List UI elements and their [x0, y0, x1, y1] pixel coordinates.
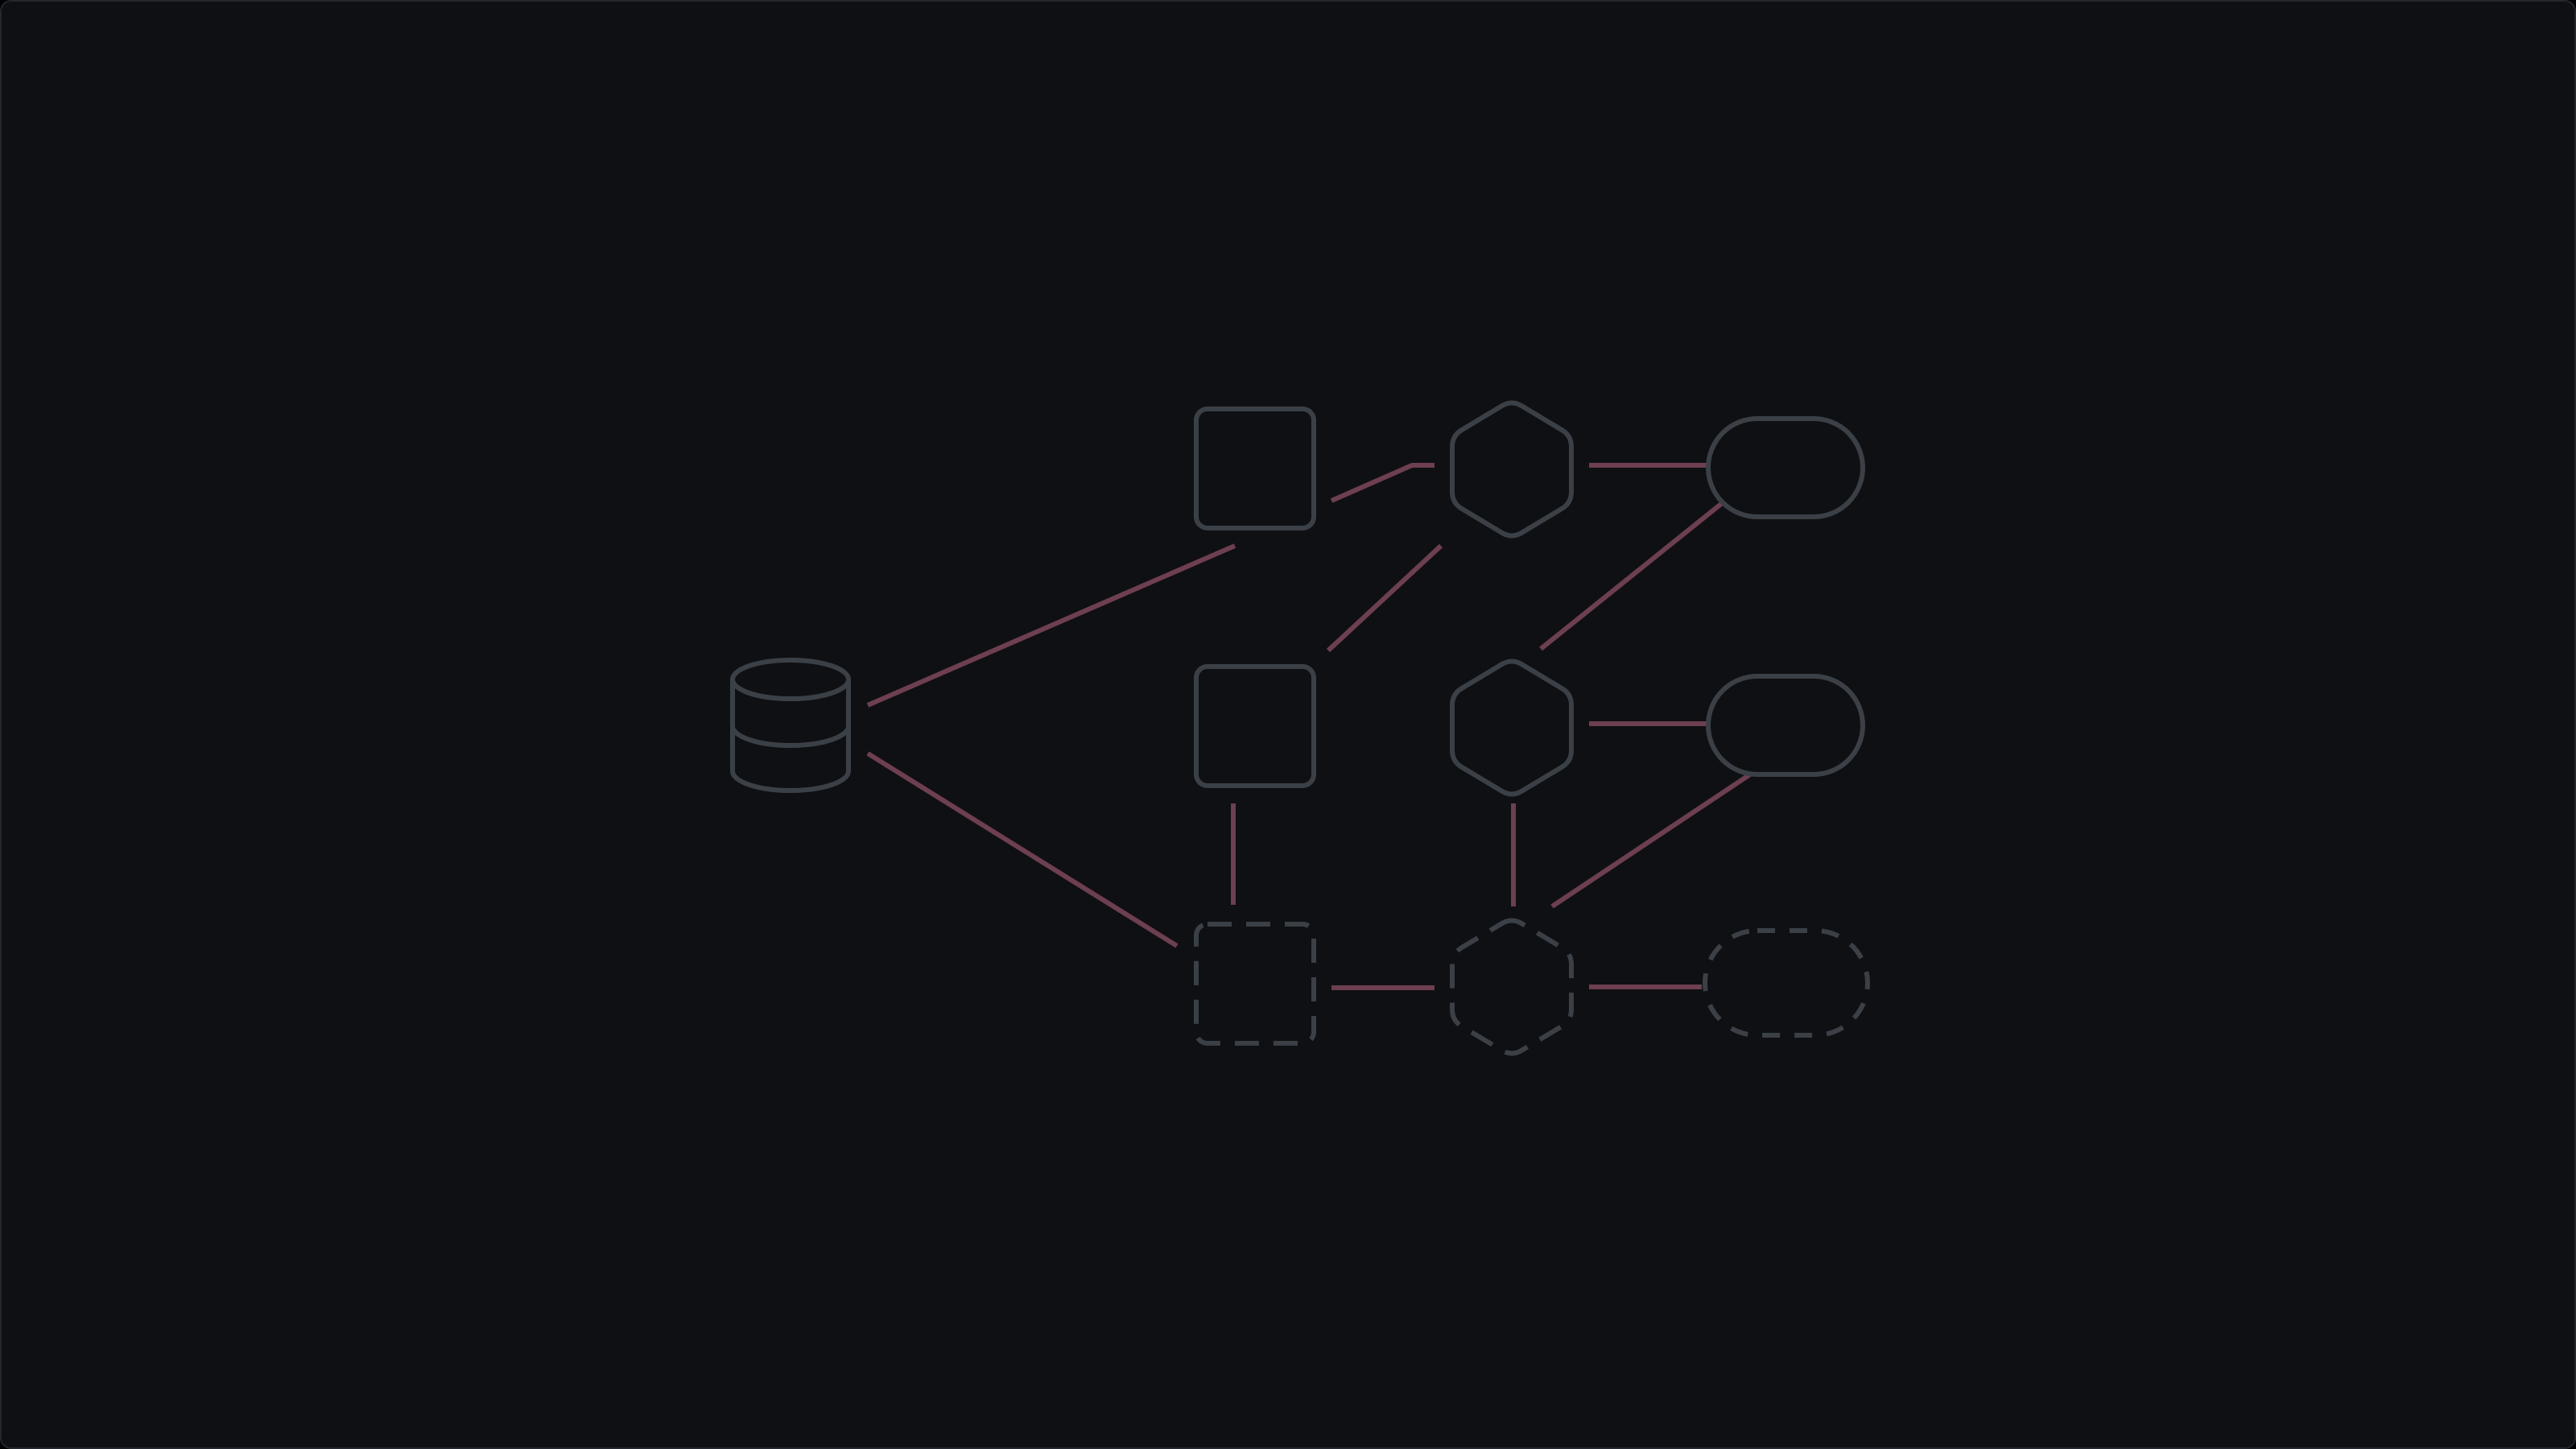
- hexagon-node-bottom[interactable]: [1450, 918, 1574, 1056]
- pill-node-middle[interactable]: [1706, 674, 1865, 777]
- edge-database-square-bottom: [866, 751, 1179, 948]
- square-node-middle[interactable]: [1194, 664, 1316, 788]
- edges: [866, 463, 1752, 990]
- hexagon-node-top[interactable]: [1450, 400, 1574, 539]
- square-node-bottom[interactable]: [1194, 922, 1316, 1046]
- database-cylinder-body: [730, 678, 851, 793]
- database-cylinder-top: [730, 658, 851, 701]
- edge-square-top-hexagon-top: [1330, 463, 1435, 503]
- nodes: [730, 400, 1870, 1056]
- edge-pill-middle-hexagon-bottom: [1550, 772, 1752, 909]
- pill-node-top[interactable]: [1706, 416, 1865, 519]
- hexagon-node-middle[interactable]: [1450, 658, 1574, 797]
- edge-database-square-top: [866, 543, 1236, 708]
- edge-hexagon-top-square-middle: [1326, 543, 1443, 653]
- database-cylinder-ring-lower: [730, 725, 851, 748]
- database-node[interactable]: [730, 658, 851, 793]
- pill-node-bottom[interactable]: [1703, 928, 1870, 1038]
- edge-pill-top-hexagon-middle: [1539, 502, 1723, 651]
- square-node-top[interactable]: [1194, 407, 1316, 530]
